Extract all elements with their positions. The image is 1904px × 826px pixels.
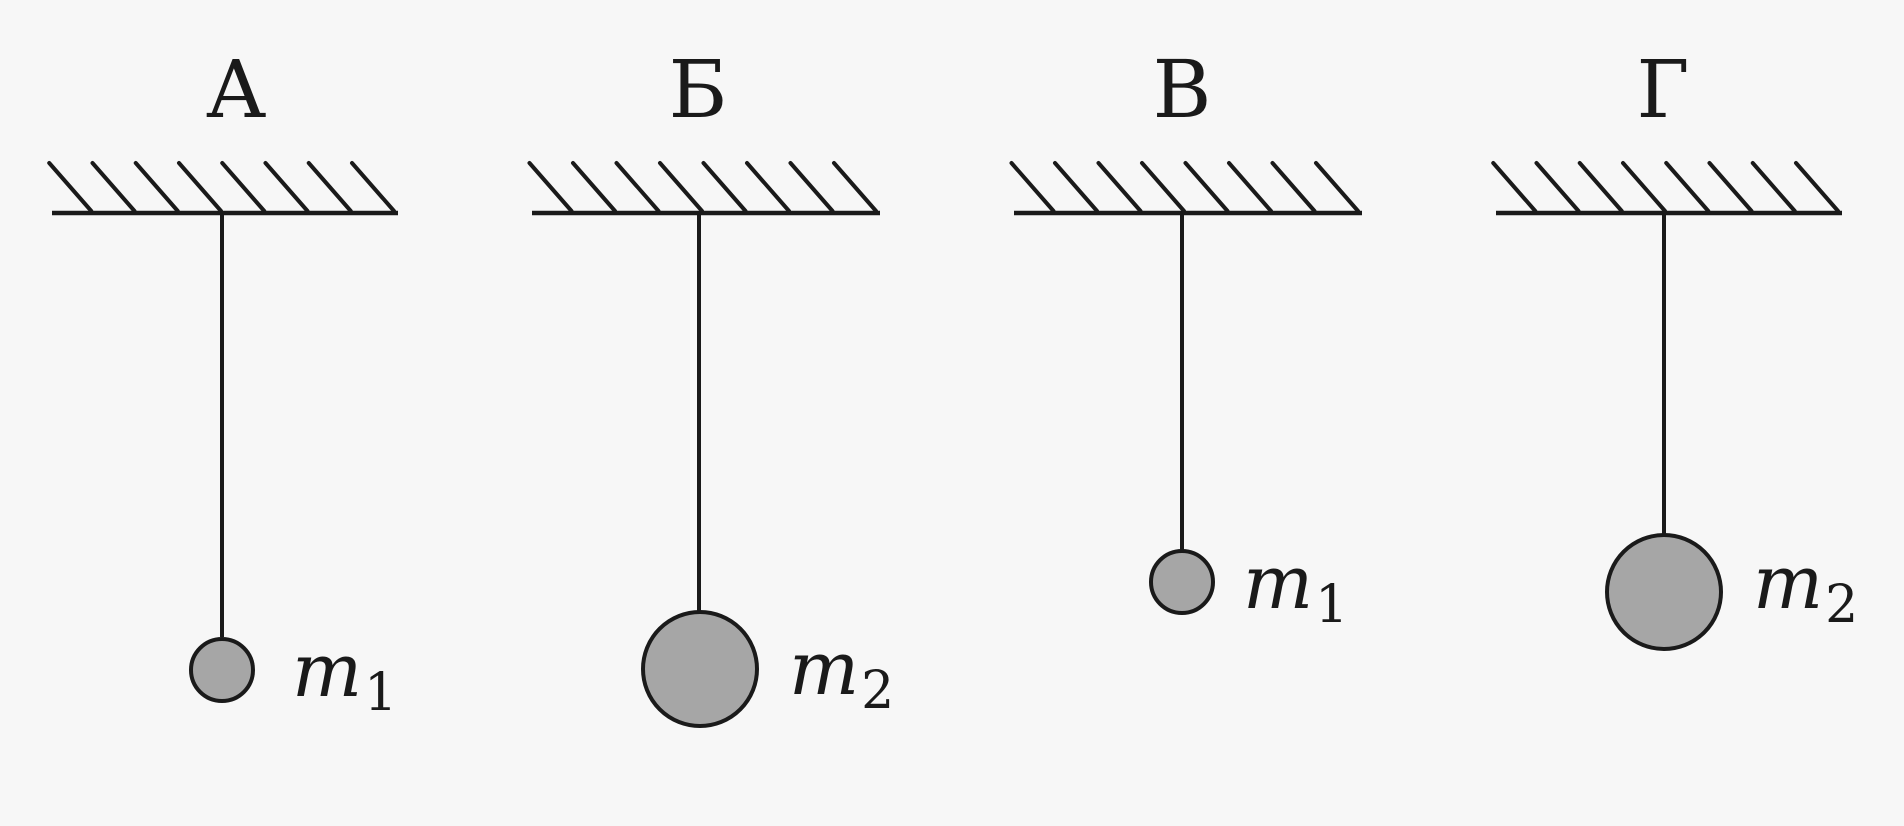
hatch-mark [1750, 161, 1797, 213]
hatch-mark [745, 161, 791, 213]
panel-label: В [1153, 43, 1212, 136]
pendulum-bob [641, 610, 759, 728]
hatch-mark [306, 161, 353, 213]
panel-label: А [206, 43, 267, 136]
pendulum-panel-b: Б m2 [527, 43, 894, 728]
hatch-mark [832, 161, 878, 213]
hatch-mark [47, 161, 94, 213]
hatch-mark [1096, 161, 1143, 213]
hatch-mark [571, 161, 617, 213]
mass-label: m1 [292, 628, 397, 723]
mass-label: m1 [1243, 540, 1348, 635]
hatch-mark [614, 161, 661, 213]
hatch-mark [1183, 161, 1230, 213]
hatch-mark [1491, 161, 1538, 213]
hatch-mark [1577, 161, 1624, 213]
hatch-mark [1227, 161, 1273, 213]
mass-label: m2 [1753, 540, 1858, 635]
pendulum-panel-c: В m1 [1009, 43, 1362, 635]
hatch-mark [1707, 161, 1754, 213]
ceiling-support [527, 161, 880, 216]
pendulum-bob [1149, 549, 1215, 615]
ceiling-support [47, 161, 398, 216]
hatch-mark [1534, 161, 1581, 213]
hatch-mark [1270, 161, 1317, 213]
hatch-mark [701, 161, 748, 213]
hatch-mark [527, 161, 574, 213]
hatch-mark [1140, 161, 1186, 213]
hatch-mark [90, 161, 137, 213]
hatch-mark [1621, 161, 1667, 213]
hatch-mark [658, 161, 704, 213]
hatch-mark [1664, 161, 1711, 213]
panel-label: Г [1637, 43, 1690, 136]
ceiling-support [1009, 161, 1362, 216]
hatch-mark [350, 161, 396, 213]
hatch-mark [1314, 161, 1360, 213]
hatch-mark [1009, 161, 1056, 213]
hatch-mark [220, 161, 267, 213]
hatch-mark [1794, 161, 1840, 213]
hatch-mark [177, 161, 223, 213]
mass-label: m2 [789, 626, 894, 721]
panel-label: Б [669, 43, 728, 136]
hatch-mark [788, 161, 835, 213]
pendulum-bob [1605, 533, 1723, 651]
hatch-mark [133, 161, 180, 213]
ceiling-support [1491, 161, 1842, 216]
pendulum-bob [189, 637, 255, 703]
hatch-mark [1053, 161, 1099, 213]
hatch-mark [263, 161, 310, 213]
pendulum-panel-a: А m1 [47, 43, 398, 723]
pendulum-panel-d: Г m2 [1491, 43, 1858, 651]
